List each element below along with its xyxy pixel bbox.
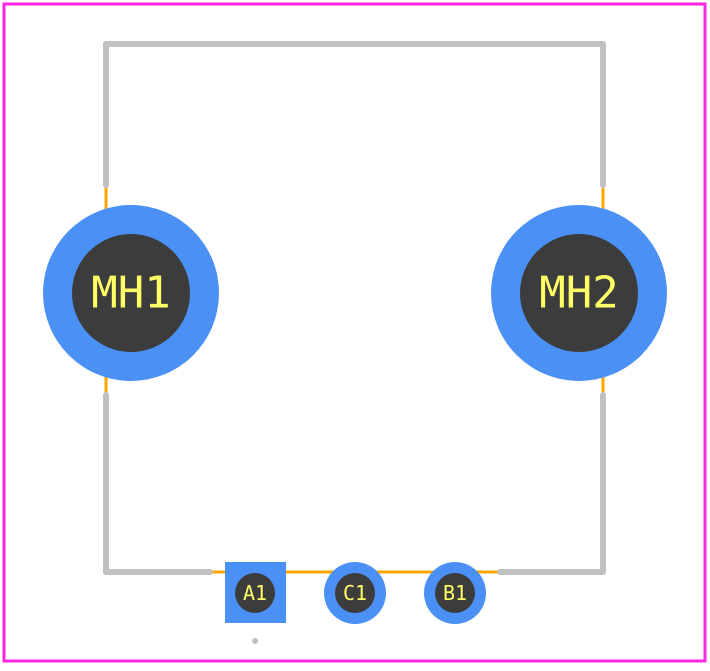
pad-mh2-label: MH2	[539, 268, 618, 319]
pad-b1-label: B1	[443, 581, 467, 605]
pad-mh2[interactable]: MH2	[491, 205, 667, 381]
pad-mh2-drill	[520, 234, 638, 352]
pad-mh1[interactable]: MH1	[43, 205, 219, 381]
pad-c1-drill	[335, 573, 375, 613]
pad-b1[interactable]: B1	[424, 562, 486, 624]
pad-c1[interactable]: C1	[324, 562, 386, 624]
pad-b1-drill	[435, 573, 475, 613]
pad-a1-drill	[235, 573, 275, 613]
board-outline	[2, 2, 707, 663]
pad-c1-label: C1	[343, 581, 367, 605]
pad-a1-label: A1	[243, 581, 267, 605]
pad-mh1-label: MH1	[91, 268, 170, 319]
pad-mh1-drill	[72, 234, 190, 352]
pin1-marker	[252, 638, 258, 644]
silkscreen-outline	[103, 41, 606, 575]
pad-a1[interactable]: A1	[225, 562, 286, 623]
